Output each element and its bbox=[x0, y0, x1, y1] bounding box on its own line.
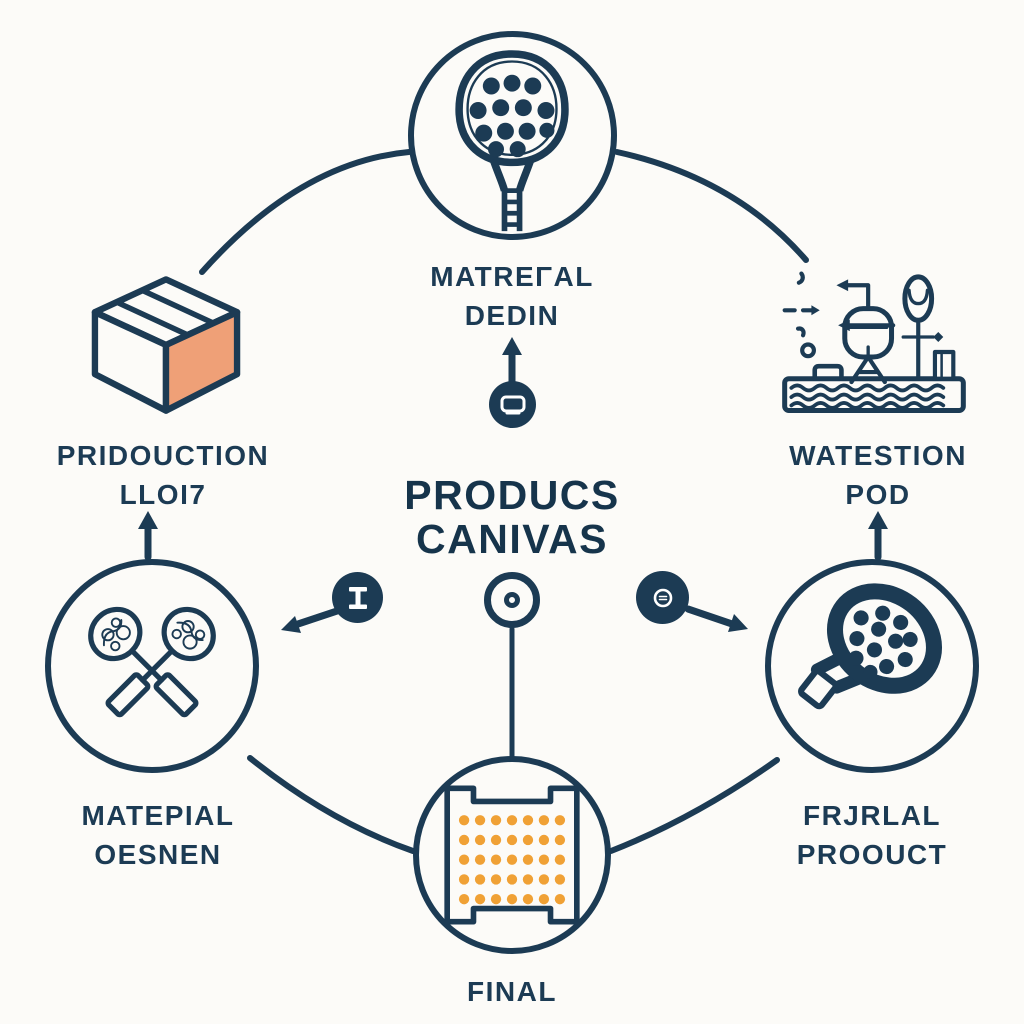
label-material-design: MATREΓAL DEDIN bbox=[430, 261, 594, 331]
label-final-product: FRJRLAL PROOUCT bbox=[796, 800, 948, 870]
monitor-icon bbox=[500, 395, 525, 414]
emblem-badge bbox=[636, 571, 689, 624]
node-final-circle bbox=[413, 756, 611, 954]
padel-racket-icon bbox=[455, 50, 569, 232]
node-material-circle bbox=[45, 559, 259, 773]
package-box-icon bbox=[84, 270, 248, 425]
node-final-product-circle bbox=[765, 559, 979, 773]
node-material-design-circle bbox=[408, 31, 617, 240]
arc-box-to-top bbox=[199, 149, 412, 275]
center-pin-dot bbox=[504, 592, 520, 608]
label-material: MATEPIAL OESNEN bbox=[81, 800, 235, 870]
dotted-panel-icon bbox=[444, 785, 580, 925]
letter-i-icon bbox=[348, 586, 367, 609]
factory-machine-icon bbox=[778, 258, 970, 431]
arrow-badge-right-shaft bbox=[684, 605, 739, 629]
center-pin bbox=[484, 572, 540, 628]
tilted-padel-racket-icon bbox=[798, 583, 943, 710]
arrow-badge-left-head bbox=[281, 616, 301, 633]
monitor-badge bbox=[489, 381, 536, 428]
arrow-up-center-head bbox=[502, 337, 522, 355]
crossed-rackets-icon bbox=[88, 606, 216, 718]
page-title: PRODUCS CANIVAS bbox=[404, 472, 620, 563]
ibeam-badge bbox=[332, 572, 383, 623]
label-station-pod: WATESTION POD bbox=[789, 440, 967, 510]
gear-emblem-icon bbox=[653, 588, 672, 607]
arrow-badge-right-head bbox=[728, 614, 748, 632]
arc-top-to-machine bbox=[614, 149, 809, 263]
arrow-badge-left-shaft bbox=[288, 607, 341, 630]
label-production-lot: PRIDOUCTION LLOI7 bbox=[56, 440, 270, 510]
label-final: FINAL bbox=[467, 976, 557, 1007]
